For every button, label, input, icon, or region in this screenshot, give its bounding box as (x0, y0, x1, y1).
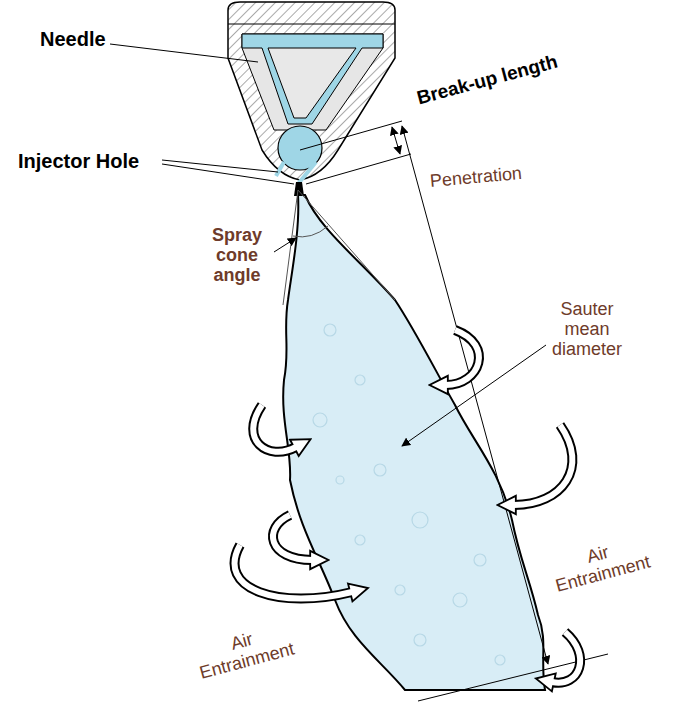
air-entrainment-arrows (235, 330, 581, 683)
illustration-stroke (235, 545, 352, 599)
illustration-stroke (552, 632, 580, 683)
injector-body (228, 2, 395, 196)
illustration-stroke (235, 545, 352, 599)
droplet-texture (313, 324, 505, 665)
breakup-arrow (392, 127, 400, 154)
leader-line (110, 44, 258, 62)
cone-line (283, 190, 298, 305)
injector-hole (276, 162, 284, 176)
cone-angle-arc (293, 226, 328, 237)
illustration-stroke (374, 464, 386, 476)
part-label: Penetration (429, 164, 522, 192)
penetration-arrow (402, 126, 548, 664)
injector-hole (298, 162, 316, 184)
illustration-stroke (253, 405, 296, 452)
illustration-stroke (313, 413, 327, 427)
illustration-stroke (552, 632, 580, 683)
leader-line (162, 160, 278, 172)
fuel-channel (242, 34, 383, 124)
part-label: Injector Hole (18, 150, 139, 172)
illustration-stroke (273, 515, 312, 560)
needle-body (268, 48, 356, 118)
leader-line (162, 164, 294, 184)
illustration-stroke (336, 476, 344, 484)
dimension-tick (300, 121, 402, 150)
illustration-stroke (446, 330, 479, 385)
needle-cavity (242, 34, 383, 130)
part-label: Air Entrainment (193, 620, 297, 683)
cone-line (298, 190, 395, 300)
illustration-stroke (495, 655, 505, 665)
part-label: Break-up length (415, 52, 560, 110)
spray-core (294, 182, 304, 196)
illustration-stroke (474, 554, 486, 566)
illustration-stroke (453, 593, 467, 607)
illustration-stroke (324, 324, 336, 336)
part-label: Air Entrainment (549, 533, 653, 596)
illustration-stroke (355, 375, 365, 385)
illustration-stroke (395, 585, 405, 595)
nozzle-housing (228, 2, 395, 180)
illustration-stroke (412, 512, 428, 528)
spray-plume (283, 195, 545, 690)
illustration-stroke (414, 634, 426, 646)
illustration-stroke (273, 515, 312, 560)
illustration-stroke (514, 425, 572, 505)
leader-arrow (274, 238, 296, 252)
illustration-stroke (446, 330, 479, 385)
part-label: Needle (40, 28, 106, 50)
dimension-tick (306, 154, 411, 184)
illustration-stroke (514, 425, 572, 505)
housing-edge (228, 23, 395, 24)
part-label: Sauter mean diameter (552, 300, 622, 359)
part-label: Spray cone angle (212, 226, 262, 285)
illustration-stroke (355, 535, 365, 545)
illustration-stroke (253, 405, 296, 452)
